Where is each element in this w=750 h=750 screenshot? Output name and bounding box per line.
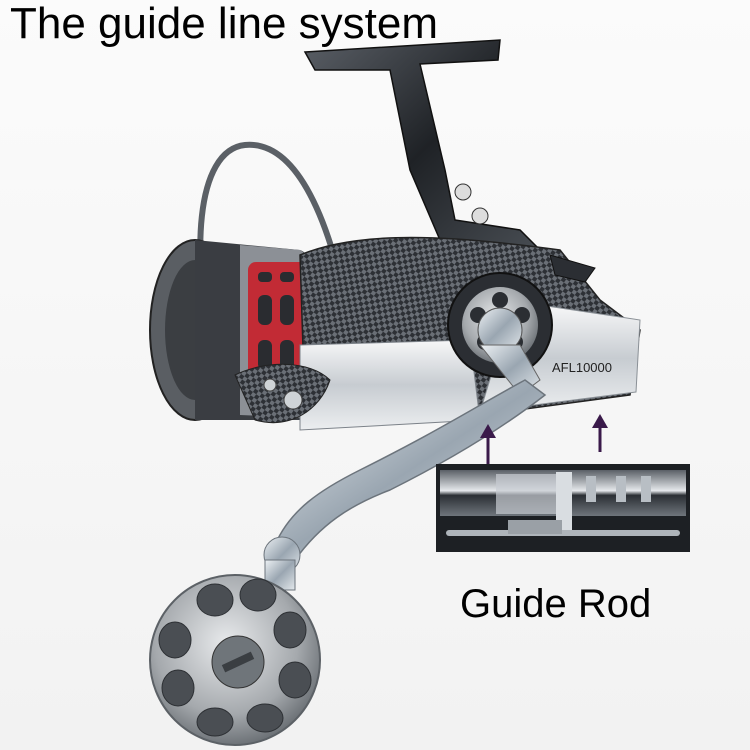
- bail-arm: [549, 254, 596, 283]
- handle-knob: [149, 574, 321, 746]
- handle-arm: [263, 307, 547, 591]
- guide-rod-closeup: [436, 464, 690, 552]
- guide-rod-label: Guide Rod: [460, 582, 652, 626]
- model-label: AFL10000: [552, 360, 612, 375]
- guide-arrows: [480, 414, 608, 470]
- reel-foot: [303, 39, 542, 263]
- image-title: The guide line system: [10, 0, 438, 48]
